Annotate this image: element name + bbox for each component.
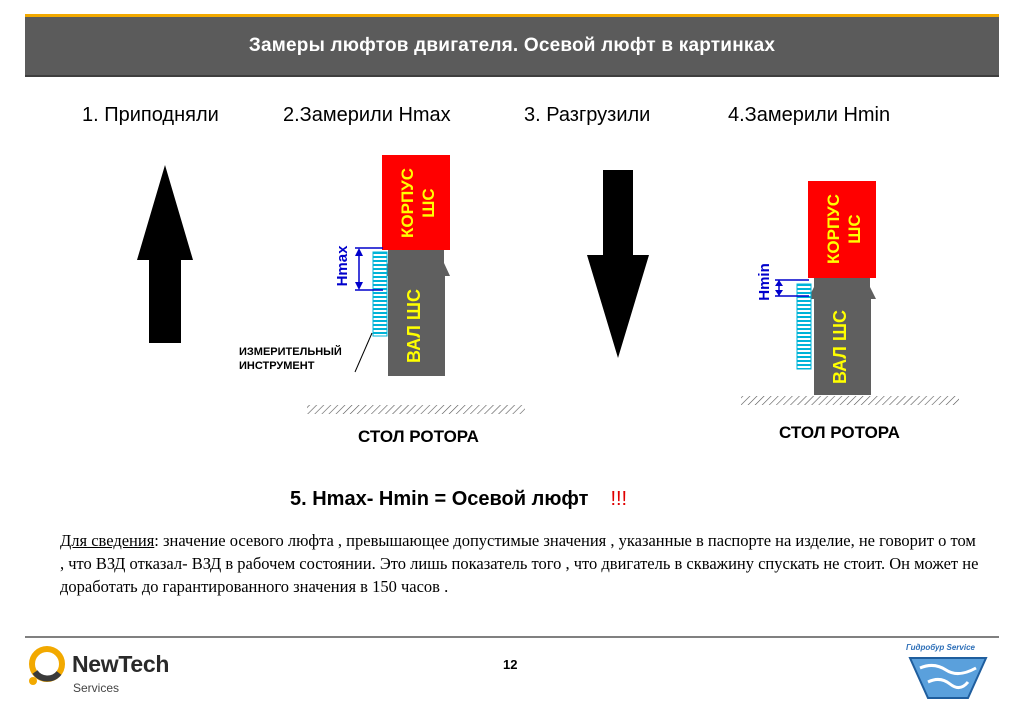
arrow-down-icon [587,170,649,358]
housing-block [382,155,450,250]
page-number: 12 [503,657,518,672]
hmax-label: Hmax [334,245,351,287]
shaft-shoulder [382,263,450,276]
arrow-up-icon [137,165,193,343]
newtech-logo-icon [29,646,65,685]
info-note: Для сведения: значение осевого люфта , п… [60,529,980,598]
shaft-neck-2 [814,278,870,287]
step-4-label: 4.Замерили Hmin [728,104,891,126]
measuring-gauge [372,251,388,337]
partner-logo-icon [908,657,988,699]
shaft-neck [388,250,444,263]
partner-name: Гидробур Service [906,643,975,652]
formula-exclaim: !!! [610,488,628,510]
shaft-label: ВАЛ ШС [404,289,424,363]
shaft-body [388,276,445,376]
housing-block-2 [808,181,876,278]
slide-title: Замеры люфтов двигателя. Осевой люфт в к… [25,17,999,75]
formula-text: 5. Hmax- Hmin = Осевой люфт [290,488,589,510]
step-2-label: 2.Замерили Hmax [283,104,451,126]
step-3-label: 3. Разгрузили [524,104,651,126]
footer-divider [25,636,999,638]
measuring-gauge-2 [796,283,812,370]
shaft-body-2 [814,299,871,395]
hmin-label: Hmin [756,263,773,301]
note-lead: Для сведения [60,531,155,550]
rotor-table-label: СТОЛ РОТОРА [358,427,479,446]
note-text: : значение осевого люфта , превышающее д… [60,531,979,596]
logo-name: NewTech [72,651,170,677]
step-1-label: 1. Приподняли [82,104,219,126]
shaft-shoulder-2 [808,287,876,299]
rotor-table-label-2: СТОЛ РОТОРА [779,423,900,442]
logo-subtitle: Services [73,681,120,695]
rotor-table-hatch-2 [741,396,959,405]
axial-clearance-formula: 5. Hmax- Hmin = Осевой люфт!!! [290,488,627,511]
shaft-label-2: ВАЛ ШС [830,310,850,384]
rotor-table-hatch [307,405,525,414]
header-accent-line [25,14,999,17]
